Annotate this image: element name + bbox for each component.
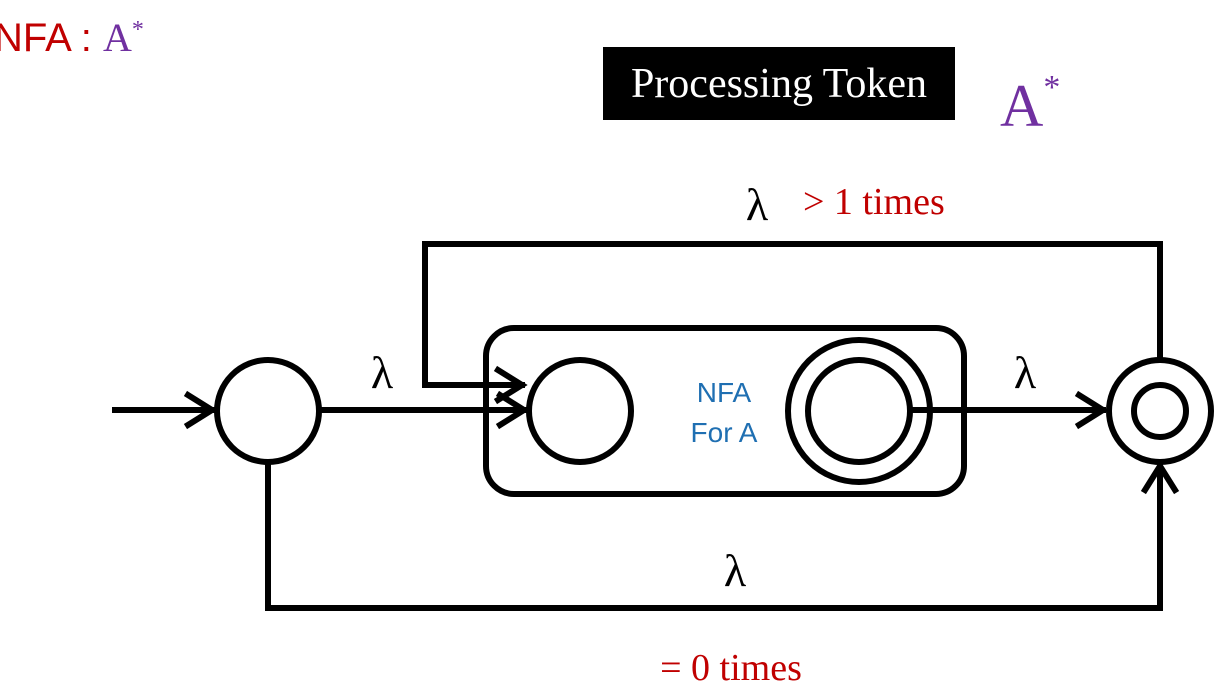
token-expression-letter: A [1000, 73, 1044, 139]
entry-arrowhead [183, 390, 218, 430]
inner-nfa-box [483, 325, 967, 497]
lambda-label-entry: λ [371, 347, 394, 398]
title-prefix: NFA [0, 16, 70, 60]
lambda-label-skip: λ [724, 545, 747, 596]
processing-token-box: Processing Token [603, 47, 955, 120]
lambda-label-loop: λ [746, 179, 769, 230]
title-separator: : [69, 16, 103, 60]
loop-count-label: > 1 times [803, 181, 945, 223]
final-state-inner [1131, 382, 1189, 440]
start-to-inner-arrowhead [495, 390, 530, 430]
lambda-label-exit: λ [1014, 347, 1037, 398]
start-state [214, 357, 322, 465]
processing-token-expression: A* [1000, 52, 1060, 142]
processing-token-label: Processing Token [630, 60, 928, 107]
inner-nfa-label-line2: For A [691, 417, 758, 448]
title-expression: A [102, 15, 132, 60]
skip-edge [265, 460, 1163, 611]
title-star: * [131, 17, 144, 43]
inner-nfa-label-line1: NFA [697, 377, 752, 408]
inner-start-state [526, 357, 634, 465]
page-title: NFA : A* [0, 6, 144, 62]
loop-back-arrowhead [493, 365, 528, 405]
token-expression-star: * [1043, 69, 1061, 106]
loop-back-edge [422, 241, 1163, 388]
inner-to-final-arrowhead [1074, 390, 1109, 430]
final-state-outer [1106, 357, 1214, 465]
skip-arrowhead [1140, 460, 1180, 495]
skip-count-label: = 0 times [660, 647, 802, 689]
inner-accept-state-inner [805, 357, 913, 465]
